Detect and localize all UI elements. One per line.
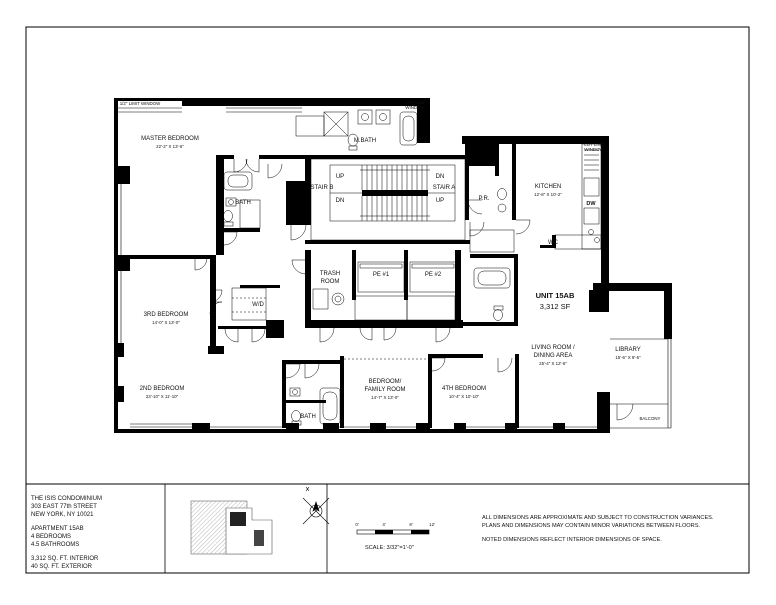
scale-tick-1: 4': [382, 522, 385, 527]
key-plan-unit-highlight: [254, 530, 264, 546]
master-bedroom-dims: 22'-2" X 13'-6": [156, 144, 184, 149]
dashed-lines: [232, 297, 428, 360]
scale-bar-fill-2: [411, 530, 429, 534]
third-bedroom-name: 3RD BEDROOM: [144, 312, 189, 318]
bathroom-count: 4.5 BATHROOMS: [31, 542, 79, 548]
closets: [231, 115, 515, 321]
building-info: THE ISIS CONDOMINIUM 303 EAST 77th STREE…: [31, 496, 102, 570]
key-plan-core: [230, 512, 246, 526]
stair-a-label: STAIR A: [433, 185, 456, 191]
living-line1: LIVING ROOM /: [531, 345, 575, 351]
unit-area: 3,312 SF: [540, 302, 571, 311]
family-room-dims: 14'-7" X 13'-0": [371, 395, 399, 400]
door-swings: [194, 158, 634, 421]
bath-second-label: BATH: [300, 414, 316, 420]
fourth-bedroom-name: 4TH BEDROOM: [442, 386, 486, 392]
mbath-label: M.BATH: [354, 138, 376, 144]
stair-a-up: UP: [436, 198, 444, 204]
north-arrow-icon: [302, 486, 330, 525]
note-line-3: NOTED DIMENSIONS REFLECT INTERIOR DIMENS…: [482, 537, 662, 543]
elevators: [312, 261, 457, 321]
stair-b-label: STAIR B: [311, 185, 334, 191]
trash-room-line2: ROOM: [321, 279, 340, 285]
window-note-top-left: 1/2" LIMIT WINDOW: [120, 101, 161, 106]
window-note-mbath-2: WINDOW: [405, 105, 425, 110]
dw-label: DW: [586, 201, 596, 207]
living-line2: DINING AREA: [534, 353, 573, 359]
unit-name: UNIT 15AB: [536, 291, 575, 300]
window-note-mbath-1: LOT LINE: [405, 100, 425, 105]
pe2-label: PE #2: [425, 272, 442, 278]
third-bedroom-dims: 14'-0" X 13'-0": [152, 320, 180, 325]
second-bedroom-dims: 23'-10" X 11'-10": [146, 394, 179, 399]
kitchen-name: KITCHEN: [535, 184, 561, 190]
window-note-kitchen-1: LOT LINE: [584, 142, 604, 147]
floor-plan: [114, 98, 672, 433]
note-line-2: PLANS AND DIMENSIONS MAY CONTAIN MINOR V…: [482, 523, 700, 529]
building-city: NEW YORK, NY 10021: [31, 512, 94, 518]
apartment-label: APARTMENT 15AB: [31, 526, 84, 532]
stair-b-dn: DN: [336, 198, 345, 204]
scale-tick-2: 8': [409, 522, 412, 527]
bath-fixtures: [223, 109, 511, 426]
bath-master-label: BATH: [235, 200, 251, 206]
living-dims: 25'-4" X 12'-6": [539, 361, 567, 366]
family-room-line2: FAMILY ROOM: [364, 387, 405, 393]
sheet-border: [25, 26, 750, 574]
building-street: 303 EAST 77th STREET: [31, 504, 97, 510]
columns: [114, 166, 609, 433]
pe1-label: PE #1: [373, 272, 390, 278]
scale-label: SCALE: 3/32"=1'-0": [365, 545, 414, 551]
window-note-kitchen-2: WINDOW: [584, 147, 604, 152]
stair-core-wall: [362, 190, 428, 196]
master-bedroom-name: MASTER BEDROOM: [141, 136, 199, 142]
wc-label: WC: [548, 240, 559, 246]
plan-notes: ALL DIMENSIONS ARE APPROXIMATE AND SUBJE…: [482, 515, 714, 543]
scale-tick-0: 0': [355, 522, 358, 527]
trash-room-line1: TRASH: [320, 271, 340, 277]
library-dims: 15'-6" X 9'-5": [615, 355, 641, 360]
building-name: THE ISIS CONDOMINIUM: [31, 496, 102, 502]
stair-treads: [361, 165, 428, 221]
windows: [115, 107, 672, 429]
scale-tick-3: 12': [429, 522, 435, 527]
library-name: LIBRARY: [615, 347, 641, 353]
stair-a-dn: DN: [436, 174, 445, 180]
stair-b-up: UP: [336, 174, 344, 180]
pr-label: P.R.: [479, 196, 490, 202]
key-plan: [190, 500, 273, 555]
second-bedroom-name: 2ND BEDROOM: [140, 386, 185, 392]
scale-bar-fill-1: [375, 530, 393, 534]
balcony-label: BALCONY: [640, 416, 661, 421]
kitchen-counters: [554, 143, 602, 250]
family-room-line1: BEDROOM/: [369, 379, 402, 385]
fourth-bedroom-dims: 10'-4" X 10'-10": [449, 394, 480, 399]
exterior-area: 40 SQ. FT. EXTERIOR: [31, 564, 93, 570]
scale-bar: 0' 4' 8' 12' SCALE: 3/32"=1'-0": [355, 522, 435, 551]
note-line-1: ALL DIMENSIONS ARE APPROXIMATE AND SUBJE…: [482, 515, 714, 521]
room-labels: MASTER BEDROOM 22'-2" X 13'-6" M.BATH BA…: [120, 100, 661, 421]
interior-walls: [122, 144, 556, 428]
bedroom-count: 4 BEDROOMS: [31, 534, 71, 540]
interior-area: 3,312 SQ. FT. INTERIOR: [31, 556, 99, 562]
kitchen-dims: 12'-8" X 10'-2": [534, 192, 562, 197]
wd-label: W/D: [252, 302, 264, 308]
